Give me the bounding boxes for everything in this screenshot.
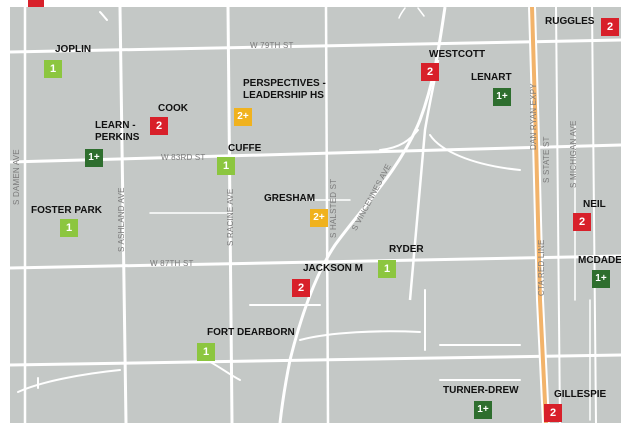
w83rd-street-line <box>9 143 621 164</box>
main-streets <box>9 6 621 423</box>
street-label-damen: S DAMEN AVE <box>12 149 21 205</box>
school-name: LEARN - PERKINS <box>95 120 140 143</box>
school-name: FOSTER PARK <box>31 205 102 216</box>
school-name: MCDADE <box>578 255 621 266</box>
street-label-w87: W 87TH ST <box>150 259 194 268</box>
ashland-line <box>118 6 128 423</box>
school-name: JOPLIN <box>55 44 92 55</box>
street-label-w79: W 79TH ST <box>250 41 294 50</box>
expressway <box>528 6 550 423</box>
school-name: RYDER <box>389 244 424 255</box>
rating-badge: 1+ <box>493 88 511 106</box>
school-name: CUFFE <box>228 143 262 154</box>
school-name: LENART <box>471 72 512 83</box>
rating-badge: 2 <box>544 404 562 422</box>
rating-badge: 1 <box>44 60 62 78</box>
school-name: RUGGLES <box>545 16 595 27</box>
minor-roads <box>17 7 591 421</box>
rating-badge: 1 <box>378 260 396 278</box>
w79th-street-line <box>9 38 621 54</box>
rating-badge: 1+ <box>85 149 103 167</box>
racine-line <box>226 6 234 423</box>
rating-badge: 1+ <box>592 270 610 288</box>
street-label-dan-ryan: DAN RYAN EXPY <box>529 83 538 150</box>
vincennes-line <box>278 6 447 423</box>
cropped-badge <box>28 0 44 7</box>
rating-badge: 2 <box>573 213 591 231</box>
school-name: TURNER-DREW <box>443 385 519 396</box>
rating-badge: 2 <box>601 18 619 36</box>
street-label-w83: W 83RD ST <box>161 153 206 162</box>
school-name: COOK <box>158 103 188 114</box>
rating-badge: 2 <box>292 279 310 297</box>
street-label-red-line: CTA RED LINE <box>537 239 546 297</box>
rating-badge: 1 <box>60 219 78 237</box>
school-name: FORT DEARBORN <box>207 327 295 338</box>
michigan-line <box>591 6 597 423</box>
rating-badge: 1 <box>197 343 215 361</box>
w87th-street-line <box>9 254 621 270</box>
school-name: JACKSON M <box>303 263 364 274</box>
rating-badge: 2 <box>421 63 439 81</box>
school-name: WESTCOTT <box>429 49 486 60</box>
street-label-state: S STATE ST <box>542 136 551 183</box>
rating-badge: 1 <box>217 157 235 175</box>
school-name: GILLESPIE <box>554 389 607 400</box>
street-label-racine: S RACINE AVE <box>226 188 235 246</box>
rating-badge: 2+ <box>234 108 252 126</box>
street-label-halsted: S HALSTED ST <box>329 178 338 238</box>
rating-badge: 2 <box>150 117 168 135</box>
w91st-street-line <box>9 353 621 367</box>
school-name: GRESHAM <box>264 193 316 204</box>
state-line <box>555 6 561 423</box>
rating-badge: 2+ <box>310 209 328 227</box>
street-label-ashland: S ASHLAND AVE <box>117 187 126 252</box>
street-label-michigan: S MICHIGAN AVE <box>569 120 578 188</box>
school-name: NEIL <box>583 199 606 210</box>
rating-badge: 1+ <box>474 401 492 419</box>
school-name: PERSPECTIVES - LEADERSHIP HS <box>243 78 326 101</box>
